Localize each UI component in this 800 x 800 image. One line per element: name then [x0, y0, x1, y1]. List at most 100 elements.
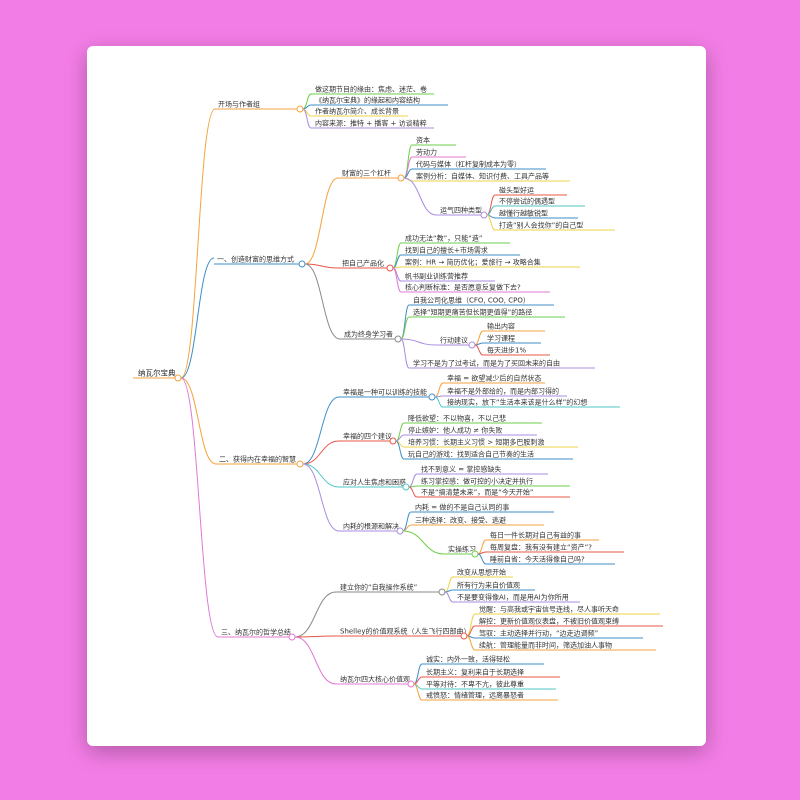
- branch-3-1-label: 幸福是一种可以训练的技能: [343, 388, 427, 397]
- branch-2-3-3-connector: [400, 338, 437, 346]
- branch-4-dot[interactable]: [288, 633, 296, 641]
- branch-3-4-3-2-label: 每周复盘：我有没有建立“资产”?: [490, 543, 592, 552]
- branch-4-3-4-label: 戒愤怒：情绪管理，远离暴怒者: [426, 691, 524, 700]
- branch-3-3-connector: [302, 463, 340, 488]
- branch-2-1-5-label: 运气四种类型: [440, 206, 482, 215]
- branch-3-1-dot[interactable]: [428, 393, 436, 401]
- branch-3-3-1-connector: [408, 473, 418, 488]
- branch-2-3-2-connector: [400, 316, 410, 340]
- branch-3-3-dot[interactable]: [402, 483, 410, 491]
- branch-1-4-label: 内容来源：推特 + 播客 + 访谈精粹: [315, 119, 427, 128]
- branch-3-dot[interactable]: [296, 460, 304, 468]
- branch-2-2-1-label: 成功无法“教”，只能“造”: [405, 234, 483, 243]
- branch-2-3-3-2-label: 学习课程: [487, 334, 515, 343]
- branch-2-1-5-4-label: 打造“别人会找你”的自己型: [499, 221, 583, 230]
- branch-2-1-4-label: 案例分析：自媒体、知识付费、工具产品等: [416, 172, 549, 181]
- branch-3-1-connector: [302, 396, 340, 465]
- branch-4-2-label: Shelley的价值观系统（人生飞行四部曲）: [340, 627, 471, 636]
- branch-3-3-1-label: 找不到意义 = 掌控感缺失: [421, 465, 501, 474]
- branch-3-1-3-label: 接纳现实，放下“生活本来该是什么样”的幻想: [447, 398, 587, 407]
- branch-4-1-connector: [294, 591, 337, 638]
- branch-4-3-dot[interactable]: [407, 680, 415, 688]
- branch-4-2-3-label: 驾驭：主动选择并行动，“边走边调频”: [479, 629, 598, 638]
- branch-2-dot[interactable]: [298, 260, 306, 268]
- branch-2-2-5-label: 核心判断标准：是否愿意反复做下去?: [405, 283, 521, 292]
- branch-4-2-4-connector: [466, 635, 476, 651]
- branch-1-3-label: 作者纳瓦尔简介、成长背景: [315, 107, 399, 116]
- branch-2-2-dot[interactable]: [386, 264, 394, 272]
- branch-1-2-connector: [302, 104, 312, 110]
- mindmap-canvas: 纳瓦尔宝典 开场与作者组 做这期节目的缘由：焦虑、迷茫、卷《纳瓦尔宝典》的缘起和内容…: [87, 46, 706, 746]
- branch-2-2-3-label: 案例：HR → 简历优化；爱旅行 → 攻略合集: [405, 258, 541, 267]
- branch-2-1-5-4-connector: [486, 214, 496, 231]
- branch-4-3-label: 纳瓦尔四大核心价值观: [340, 675, 410, 684]
- branch-2-3-3-1-label: 输出内容: [487, 322, 515, 331]
- branch-2-3-3-3-label: 每天进步1%: [487, 346, 526, 355]
- branch-4-3-1-label: 诚实：内外一致，活得轻松: [426, 655, 510, 664]
- branch-3-2-4-connector: [395, 440, 405, 460]
- branch-4-1-1-label: 改变从思想开始: [457, 568, 506, 577]
- branch-4-label: 三、纳瓦尔的哲学总结: [221, 628, 291, 637]
- branch-4-1-2-label: 所有行为来自价值观: [457, 581, 520, 590]
- branch-1-dot[interactable]: [296, 105, 304, 113]
- branch-4-1-3-connector: [444, 591, 454, 603]
- branch-3-2-2-label: 停止嫉妒：他人成功 ≠ 你失败: [408, 426, 502, 435]
- branch-2-2-5-connector: [392, 267, 402, 293]
- branch-3-4-3-dot[interactable]: [471, 550, 479, 558]
- branch-2-1-1-label: 资本: [416, 136, 430, 145]
- root-node-label: 纳瓦尔宝典: [138, 368, 176, 378]
- branch-4-1-label: 建立你的“自我操作系统”: [340, 583, 417, 592]
- branch-3-3-2-label: 练习掌控感：做可控的小决定并执行: [421, 477, 533, 486]
- branch-3-1-2-label: 幸福不是外部给的，而是内部习得的: [447, 387, 559, 396]
- branch-4-connector: [180, 377, 219, 638]
- branch-2-label: 一、创造财富的思维方式: [217, 255, 294, 264]
- branch-3-3-label: 应对人生焦虑和困惑: [343, 478, 406, 487]
- branch-1-label: 开场与作者组: [218, 100, 260, 109]
- branch-4-3-4-connector: [413, 683, 423, 701]
- branch-2-1-dot[interactable]: [397, 174, 405, 182]
- branch-2-2-label: 把自己产品化: [342, 259, 384, 268]
- branch-3-2-dot[interactable]: [389, 437, 397, 445]
- branch-2-1-5-dot[interactable]: [480, 211, 488, 219]
- branch-3-4-3-label: 实操练习: [448, 545, 476, 554]
- branch-2-3-4-label: 学习不是为了过考试，而是为了买回未来的自由: [413, 359, 560, 368]
- branch-3-4-3-1-label: 每日一件长期对自己有益的事: [490, 531, 581, 540]
- branch-3-4-dot[interactable]: [396, 527, 404, 535]
- branch-1-connector: [180, 108, 216, 379]
- branch-2-3-1-connector: [400, 304, 410, 340]
- branch-3-4-3-3-label: 睡前自省：今天活得像自己吗?: [490, 555, 585, 564]
- root-node-dot[interactable]: [174, 374, 182, 382]
- branch-1-4-connector: [302, 108, 312, 129]
- branch-3-2-connector: [302, 440, 340, 465]
- branch-4-3-3-label: 平等对待：不卑不亢，彼此尊重: [426, 680, 524, 689]
- branch-4-2-4-label: 续航：管理能量而非时间，筛选加油人事物: [479, 641, 612, 650]
- branch-2-3-3-dot[interactable]: [468, 341, 476, 349]
- branch-2-1-5-1-connector: [486, 194, 496, 216]
- branch-2-2-connector: [304, 263, 339, 269]
- branch-3-4-3-connector: [402, 530, 445, 555]
- branch-2-1-3-label: 代码与媒体（杠杆复制成本为零）: [416, 160, 521, 169]
- branch-1-2-label: 《纳瓦尔宝典》的缘起和内容结构: [315, 96, 420, 105]
- branch-3-2-label: 幸福的四个建议: [343, 432, 392, 441]
- branch-3-connector: [180, 377, 217, 465]
- branch-2-3-dot[interactable]: [394, 335, 402, 343]
- branch-4-1-3-label: 不是要变得像AI，而是用AI为你所用: [457, 593, 569, 602]
- branch-2-1-5-3-label: 越懂行越敏锐型: [499, 209, 548, 218]
- branch-1-1-label: 做这期节目的缘由：焦虑、迷茫、卷: [315, 85, 427, 94]
- branch-2-connector: [180, 257, 215, 379]
- branch-3-2-4-label: 玩自己的游戏：找到适合自己节奏的生活: [408, 450, 534, 459]
- branch-3-4-connector: [302, 463, 340, 532]
- branch-2-1-connector: [304, 177, 339, 265]
- branch-4-2-dot[interactable]: [460, 632, 468, 640]
- branch-4-1-dot[interactable]: [438, 588, 446, 596]
- branch-2-1-2-label: 劳动力: [416, 148, 437, 157]
- mindmap-svg: 纳瓦尔宝典 开场与作者组 做这期节目的缘由：焦虑、迷茫、卷《纳瓦尔宝典》的缘起和内容…: [133, 85, 663, 701]
- branch-2-2-4-label: 帆书副业训练营推荐: [405, 272, 468, 281]
- branch-4-2-connector: [294, 635, 337, 638]
- branch-3-4-1-label: 内耗 = 做的不是自己认同的事: [415, 503, 509, 512]
- branch-3-1-3-connector: [434, 396, 444, 408]
- branch-4-3-2-label: 长期主义：复利来自于长期选择: [426, 668, 524, 677]
- branch-3-2-1-label: 降低欲望：不以物喜，不以己悲: [408, 414, 506, 423]
- branch-2-3-4-connector: [400, 338, 410, 369]
- branch-4-2-2-label: 解控：更新价值观仪表盘，不被旧价值观束缚: [479, 617, 619, 626]
